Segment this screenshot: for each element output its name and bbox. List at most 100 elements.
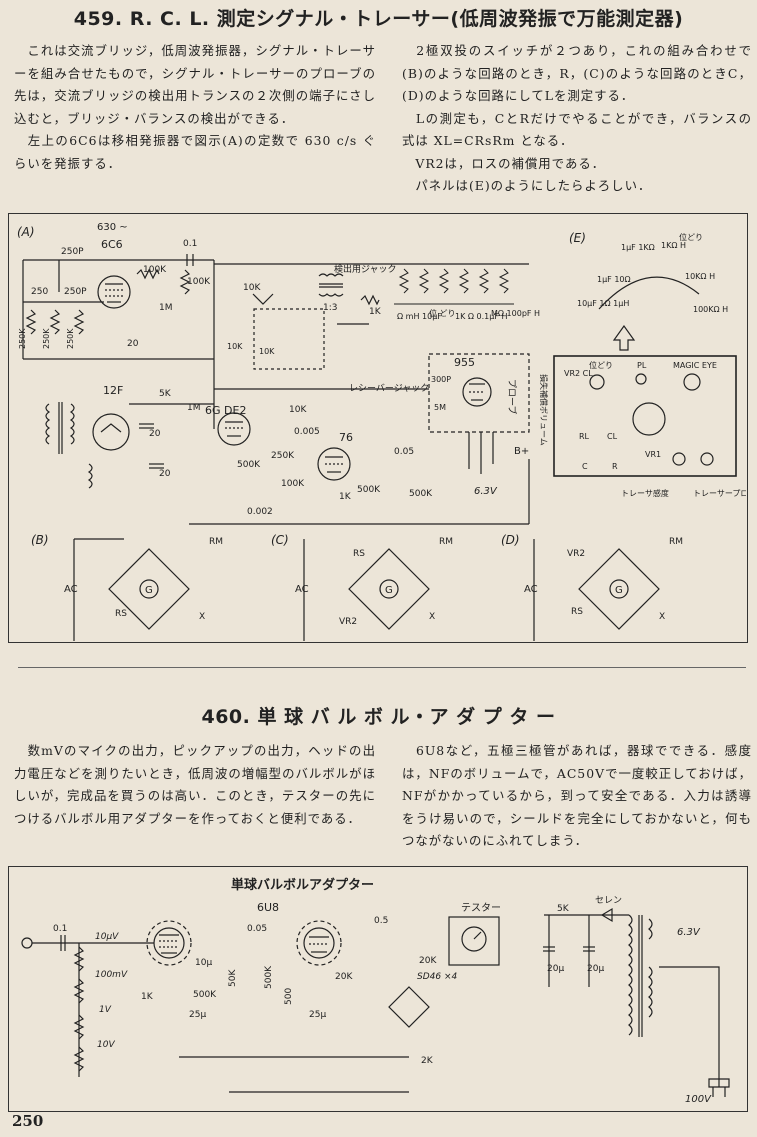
- res-20k-label: 20K: [335, 972, 353, 982]
- res-250k-a: 250K: [18, 328, 27, 349]
- range-omega-label: Ω mH 10μF: [397, 312, 442, 321]
- bridge-d-x: X: [659, 612, 665, 622]
- dial-pos-label: 位どり: [679, 232, 703, 242]
- panel-vr1-label: VR1: [645, 450, 661, 459]
- res-1m-label-2: 1M: [187, 403, 201, 413]
- bridge-d-ac: AC: [524, 584, 538, 595]
- lvl-1v-label: 1V: [99, 1005, 112, 1015]
- res-2k-label: 2K: [421, 1056, 434, 1066]
- panel-vol-label: 損失補償ボリューム: [539, 374, 549, 446]
- tube-triode: [303, 927, 335, 959]
- cap-25u-label: 25μ: [189, 1010, 206, 1020]
- res-10k-label-2: 10K: [227, 342, 243, 351]
- shield-can-2: [296, 920, 342, 966]
- bridge-c-g: G: [385, 585, 393, 596]
- rcl-tracer-schematic: (A) 630 ~ 6C6 250P 250 250P 250K 250K 25…: [8, 213, 757, 650]
- dial-1uf-label: 1μF 1KΩ: [621, 243, 655, 252]
- range-h1-label: 1K Ω 0.1μF H: [455, 312, 508, 321]
- diode-bridge: [388, 986, 430, 1028]
- res-1k-label: 1K: [369, 307, 382, 317]
- panel-rl-label: RL: [579, 432, 590, 441]
- section-459-title: 459. R. C. L. 測定シグナル・トレーサー(低周波発振で万能測定器): [73, 8, 684, 30]
- cap-01-label: 0.1: [183, 239, 197, 249]
- res-250k-label: 250K: [271, 451, 295, 461]
- tube-6c6: [97, 275, 131, 309]
- tube-12f-label: 12F: [103, 384, 123, 397]
- bridge-c-rm: RM: [439, 537, 453, 547]
- res-100k-label-2: 100K: [187, 277, 211, 287]
- res-10k-label-3: 10K: [259, 347, 275, 356]
- vr1-dial-icon: [632, 402, 666, 436]
- sensitivity-knob-icon: [672, 452, 686, 466]
- cap-300p-label: 300P: [431, 375, 451, 384]
- arrow-icon: [612, 324, 636, 351]
- tube-pentode: [153, 927, 185, 959]
- bridge-b: G AC RM RS X: [64, 537, 223, 650]
- page-number: 250: [12, 1112, 44, 1130]
- bridge-d-vr2: VR2: [567, 549, 585, 559]
- section-460-title: 460. 単 球 バ ル ボ ル・ア ダ プ タ ー: [201, 706, 556, 728]
- tube-955-label: 955: [454, 356, 475, 369]
- cap-0002-label: 0.002: [247, 507, 273, 517]
- section-459-right-text: 2極双投のスイッチが２つあり，これの組み合わせで(B)のような回路のとき，R，(…: [402, 43, 752, 193]
- dial-10uf-label: 10μF 1Ω 1μH: [577, 299, 629, 308]
- plug-icon: [708, 1078, 730, 1097]
- bridge-c-vr2: VR2: [339, 617, 357, 627]
- res-100k-label: 100K: [143, 265, 167, 275]
- panel-c-label: C: [582, 462, 588, 471]
- tube-6c6-label: 6C6: [101, 238, 123, 251]
- cap-10u-label: 10μ: [195, 958, 212, 968]
- res-500-label: 500: [284, 988, 294, 1005]
- bridge-d: G AC VR2 RM RS X: [524, 537, 683, 650]
- panel-pl-label: PL: [637, 361, 647, 370]
- range-mega-label: MΩ 100pF H: [491, 309, 540, 318]
- dial-1uf2-label: 1μF 10Ω: [597, 275, 631, 284]
- meter-dial-icon: [461, 926, 487, 952]
- section-460-right-text: 6U8など，五極三極管があれば，器球でできる．感度は，NFのボリュームで，AC5…: [402, 743, 752, 848]
- res-5m-label: 5M: [434, 403, 446, 412]
- bridge-b-g: G: [145, 585, 153, 596]
- label-b: (B): [31, 533, 49, 547]
- tube-76: [317, 447, 351, 481]
- bridge-d-g: G: [615, 585, 623, 596]
- cap-250-label: 250: [31, 287, 48, 297]
- label-c: (C): [271, 533, 289, 547]
- bridge-d-rs: RS: [571, 607, 583, 617]
- diode-label: SD46 ×4: [417, 972, 457, 982]
- bridge-d-rm: RM: [669, 537, 683, 547]
- tube-12f: [92, 413, 130, 451]
- panel-socket-label: トレーサープローブ用ソケット: [693, 488, 746, 498]
- lvl-10uv-label: 10μV: [95, 932, 119, 942]
- v63-label: 6.3V: [677, 927, 701, 938]
- cap-01-label: 0.1: [53, 924, 67, 934]
- v63-label: 6.3V: [474, 486, 498, 497]
- selen-label: セレン: [595, 895, 622, 906]
- bridge-c-rs: RS: [353, 549, 365, 559]
- res-20k2-label: 20K: [419, 956, 437, 966]
- bridge-b-ac: AC: [64, 584, 78, 595]
- magic-eye-icon: [683, 373, 701, 391]
- cap-250p-label: 250P: [61, 247, 84, 257]
- bridge-b-rs: RS: [115, 609, 127, 619]
- section-459-left-text: これは交流ブリッジ，低周波発振器，シグナル・トレーサーを組み合せたもので，シグナ…: [14, 43, 376, 171]
- tube-955: [462, 377, 492, 407]
- dial-1kohm-label: 1KΩ H: [661, 241, 686, 250]
- res-5k-label: 5K: [159, 389, 172, 399]
- range-pos-label: 位 どり: [429, 308, 456, 318]
- ratio-label: 1:3: [323, 303, 337, 313]
- pilot-lamp-icon: [635, 373, 647, 385]
- res-1k-label: 1K: [141, 992, 154, 1002]
- front-panel: [553, 355, 737, 477]
- dial-100kohm-label: 100KΩ H: [693, 305, 728, 314]
- cap-20u2-label: 20μ: [587, 964, 604, 974]
- tube-76-label: 76: [339, 431, 353, 444]
- res-250k-b: 250K: [42, 328, 51, 349]
- panel-magic-label: MAGIC EYE: [673, 361, 717, 370]
- panel-cl-label: CL: [607, 432, 618, 441]
- dial-10kohm-label: 10KΩ H: [685, 272, 715, 281]
- lvl-10v-label: 10V: [97, 1040, 115, 1050]
- bridge-c-ac: AC: [295, 584, 309, 595]
- cap-20u-label: 20μ: [547, 964, 564, 974]
- label-e: (E): [569, 231, 586, 245]
- shield-can: [146, 920, 192, 966]
